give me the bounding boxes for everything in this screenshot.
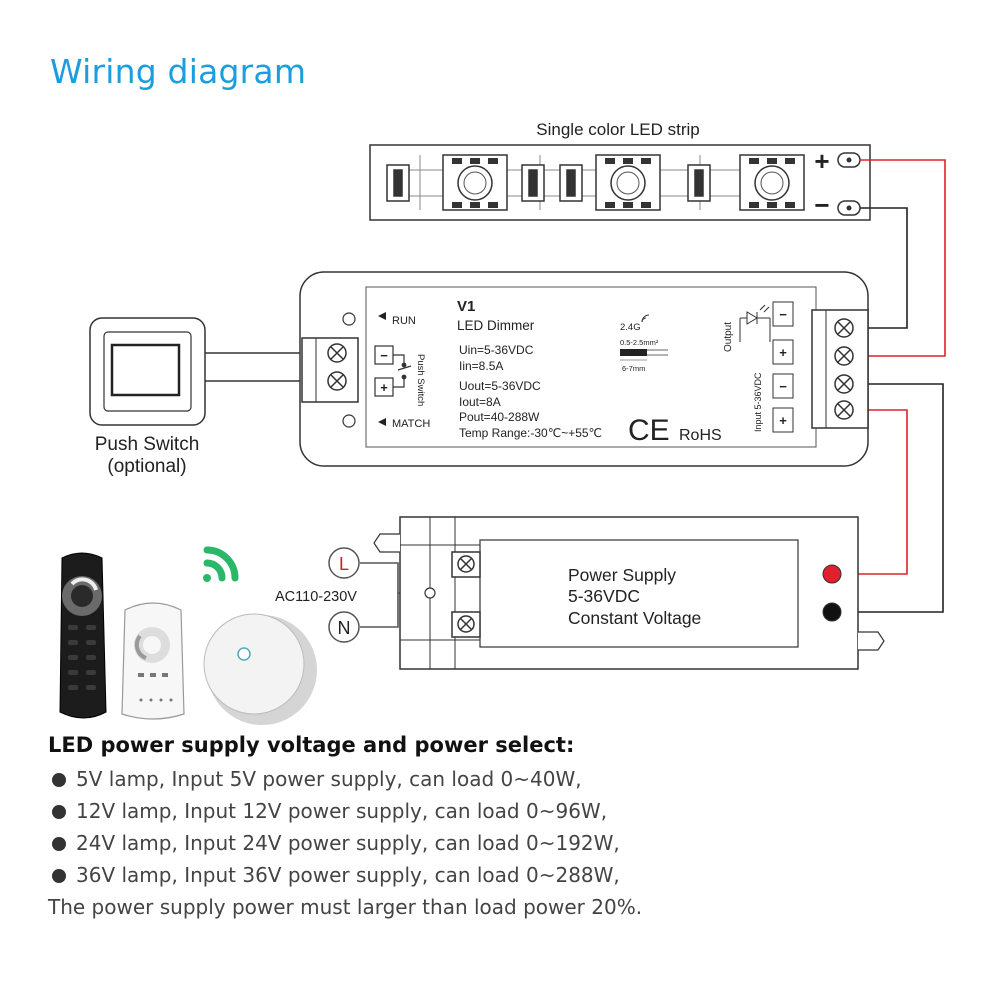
led-diode-icon <box>739 304 771 342</box>
page-title: Wiring diagram <box>50 52 307 91</box>
push-switch[interactable] <box>89 317 206 426</box>
spec-uin: Uin=5-36VDC <box>459 343 534 357</box>
spec-pout: Pout=40-288W <box>459 410 540 424</box>
led-chip-icon <box>739 154 805 211</box>
power-supply: Power Supply 5-36VDC Constant Voltage <box>373 516 885 670</box>
neutral-marker <box>328 611 360 643</box>
note-text: 24V lamp, Input 24V power supply, can lo… <box>76 831 620 855</box>
list-item: 12V lamp, Input 12V power supply, can lo… <box>48 795 968 827</box>
signal-icon <box>641 314 650 323</box>
run-indicator-led <box>342 312 356 326</box>
remote-control-white-icon <box>121 602 185 720</box>
match-button[interactable] <box>342 414 356 428</box>
output-label: Output <box>723 322 734 352</box>
bullet-icon <box>52 837 66 851</box>
remote-control-dark-icon <box>59 552 107 719</box>
bullet-icon <box>52 805 66 819</box>
push-switch-optional-label: (optional) <box>107 456 186 477</box>
wire-input-positive <box>832 409 908 575</box>
wire-strip-positive <box>852 159 946 357</box>
run-label: RUN <box>392 315 416 327</box>
rohs-mark: RoHS <box>679 427 722 444</box>
frequency-label: 2.4G <box>620 322 641 333</box>
wire-input-negative <box>832 383 944 613</box>
switch-plus-label: + <box>380 380 388 395</box>
led-strip: + − <box>369 144 871 221</box>
push-switch-symbol-icon <box>393 354 412 388</box>
wifi-signal-icon <box>203 546 239 582</box>
note-text: 36V lamp, Input 36V power supply, can lo… <box>76 863 620 887</box>
led-strip-minus-label: − <box>814 190 829 220</box>
psu-name: Power Supply <box>568 565 676 585</box>
led-strip-plus-label: + <box>814 146 829 176</box>
switch-minus-label: − <box>380 348 388 363</box>
wire-spec-bottom: 6-7mm <box>622 364 645 373</box>
spec-iout: Iout=8A <box>459 395 501 409</box>
led-chip-icon <box>442 154 508 211</box>
screw-terminal-icon <box>451 551 481 638</box>
list-item: 24V lamp, Input 24V power supply, can lo… <box>48 827 968 859</box>
spec-uout: Uout=5-36VDC <box>459 379 541 393</box>
psu-positive-terminal <box>822 564 842 584</box>
match-label: MATCH <box>392 418 430 430</box>
live-label: L <box>339 554 349 574</box>
note-text: 5V lamp, Input 5V power supply, can load… <box>76 767 582 791</box>
neutral-label: N <box>338 618 351 638</box>
led-dimmer-controller: RUN MATCH − + Push Switch V1 LED Dimmer … <box>299 271 869 467</box>
model-label: V1 <box>457 298 475 315</box>
resistor-icon <box>386 164 711 202</box>
psu-type: Constant Voltage <box>568 608 701 628</box>
push-switch-label: Push Switch <box>95 434 200 455</box>
wire-strip-negative <box>852 207 908 329</box>
spec-iin: Iin=8.5A <box>459 359 503 373</box>
note-text: 12V lamp, Input 12V power supply, can lo… <box>76 799 608 823</box>
bullet-icon <box>52 773 66 787</box>
wiring-diagram: Single color LED strip <box>59 120 946 725</box>
ac-input-label: AC110-230V <box>275 589 357 605</box>
wire-spec-top: 0.5-2.5mm² <box>620 338 659 347</box>
input-minus-label: − <box>779 379 787 394</box>
screw-terminal-icon <box>327 343 347 391</box>
psu-voltage: 5-36VDC <box>568 586 640 606</box>
push-switch-vertical-label: Push Switch <box>415 354 426 406</box>
live-marker <box>328 547 360 579</box>
input-label: Input 5-36VDC <box>753 372 763 432</box>
screw-terminal-icon <box>834 318 854 420</box>
notes-section: LED power supply voltage and power selec… <box>48 733 968 923</box>
input-plus-label: + <box>779 413 787 428</box>
device-name: LED Dimmer <box>457 318 535 333</box>
bullet-icon <box>52 869 66 883</box>
led-chip-icon <box>595 154 661 211</box>
output-plus-label: + <box>779 345 787 360</box>
output-minus-label: − <box>779 307 787 322</box>
stripped-wire-icon <box>620 349 668 361</box>
ce-mark: CE <box>628 414 670 447</box>
spec-temp-range: Temp Range:-30℃~+55℃ <box>459 426 602 440</box>
wall-panel-remote-icon <box>203 613 317 725</box>
notes-footer: The power supply power must larger than … <box>48 895 643 919</box>
psu-negative-terminal <box>822 602 842 622</box>
list-item: 36V lamp, Input 36V power supply, can lo… <box>48 859 968 891</box>
led-strip-label: Single color LED strip <box>536 120 699 139</box>
list-item: 5V lamp, Input 5V power supply, can load… <box>48 763 968 795</box>
notes-heading: LED power supply voltage and power selec… <box>48 733 575 757</box>
